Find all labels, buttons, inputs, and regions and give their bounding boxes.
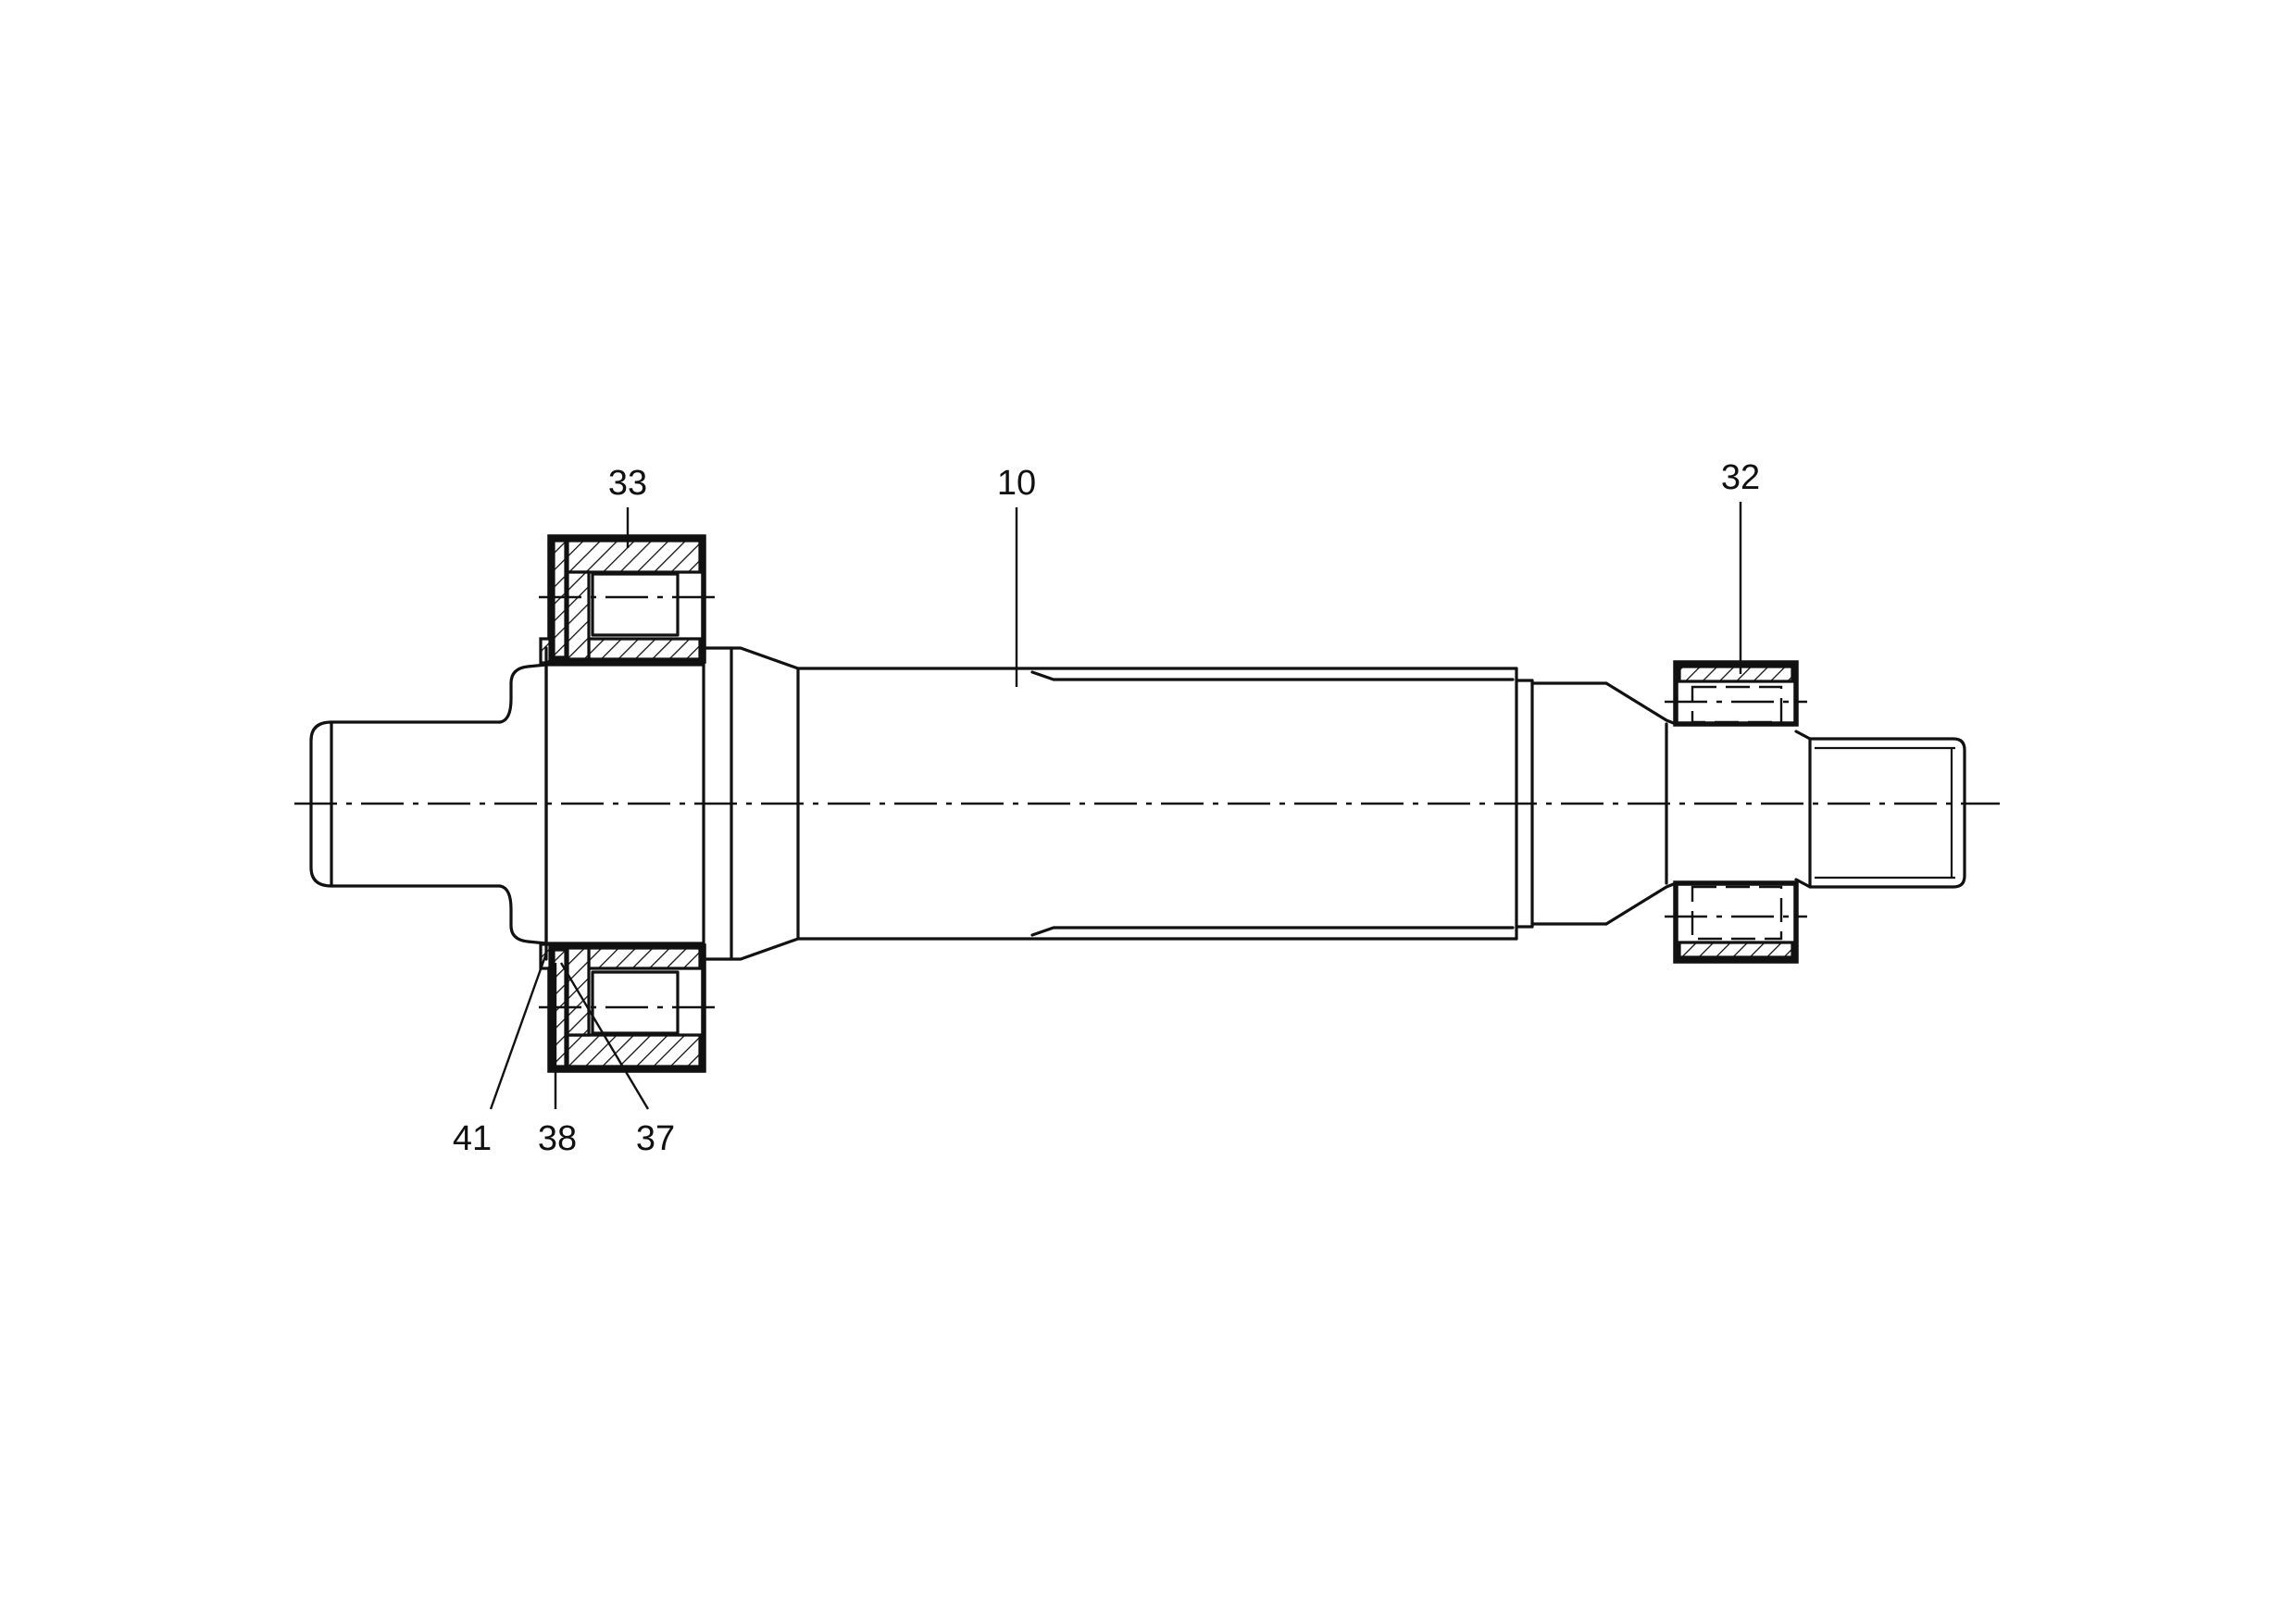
retaining-parts: [539, 637, 552, 970]
bearing-33: [539, 534, 715, 1073]
bearing-32: [1665, 660, 1807, 964]
callout-38: 38: [538, 1119, 577, 1158]
callout-41: 41: [453, 1119, 492, 1158]
leader-37: [559, 962, 650, 1110]
leader-lines: [489, 502, 1742, 1110]
callout-37: 37: [636, 1119, 675, 1158]
callout-32: 32: [1721, 458, 1760, 497]
callout-33: 33: [608, 464, 647, 503]
callout-10: 10: [997, 464, 1036, 503]
callout-labels: 33 10 32 41 38 37: [453, 458, 1760, 1158]
leader-41: [489, 953, 548, 1110]
